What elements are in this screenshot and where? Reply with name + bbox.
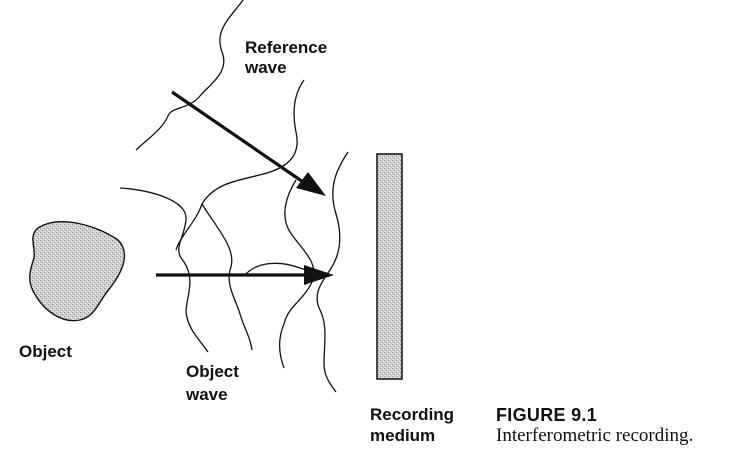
object-wavefront-1: [119, 187, 209, 353]
recording-medium-label-line1: Recording: [370, 405, 455, 424]
reference-wavefront-2: [175, 79, 305, 251]
object-shape: [29, 221, 126, 322]
recording-medium-label-line2: medium: [370, 426, 436, 445]
reference-wave-label-line1: Reference: [245, 38, 328, 57]
reference-wave-label-line2: wave: [245, 58, 287, 77]
figure-caption: Interferometric recording.: [496, 425, 694, 446]
reference-wave-arrow: [171, 90, 307, 186]
object-wavefront-4: [316, 151, 349, 393]
reference-wave-arrowhead: [296, 172, 326, 196]
object-wave-arrowhead: [304, 265, 334, 285]
recording-medium-plate: [376, 153, 403, 380]
object-wave-label-line2: wave: [186, 385, 228, 404]
object-wave-label-line1: Object: [186, 362, 239, 381]
reference-wavefront-1: [135, 0, 244, 151]
object-wavefront-2: [201, 203, 253, 351]
object-label: Object: [19, 342, 72, 361]
figure-number: FIGURE 9.1: [496, 405, 598, 425]
